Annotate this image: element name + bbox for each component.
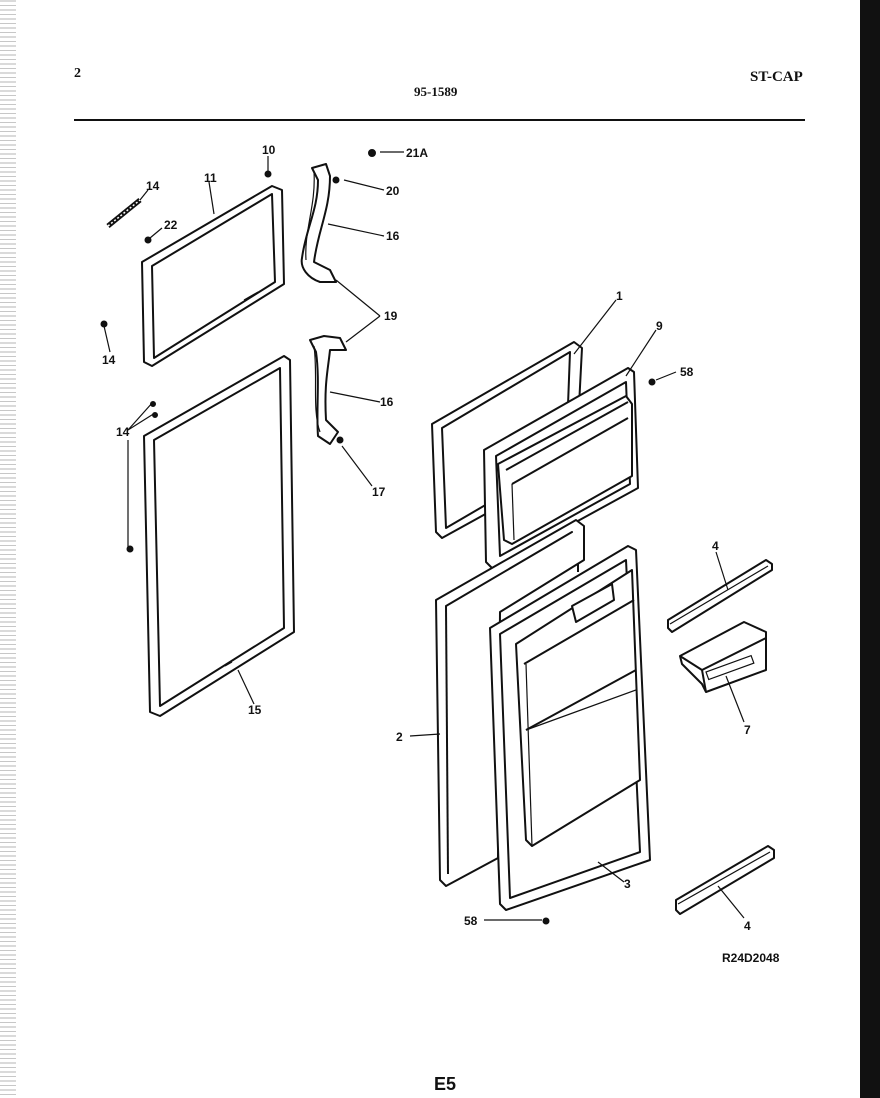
callout-14-lower: 14 — [116, 425, 130, 439]
callout-10: 10 — [262, 143, 276, 157]
freezer-door-liner — [483, 367, 639, 569]
callout-20: 20 — [386, 184, 400, 198]
upper-handle — [300, 163, 340, 283]
callout-11: 11 — [204, 171, 217, 185]
page-number: 2 — [74, 66, 81, 81]
fresh-food-door-liner — [489, 545, 651, 911]
lower-handle — [309, 335, 347, 445]
fresh-food-door-gasket — [435, 519, 585, 887]
callout-2: 2 — [396, 730, 403, 744]
callout-4-upper: 4 — [712, 539, 719, 553]
callout-7: 7 — [744, 723, 751, 737]
callout-9: 9 — [656, 319, 663, 333]
model-code: ST-CAP — [750, 69, 803, 85]
callout-1: 1 — [616, 289, 623, 303]
header-rule — [74, 119, 805, 121]
leader-lines — [103, 151, 745, 921]
scan-edge-left — [0, 0, 16, 1098]
screws — [100, 149, 656, 925]
callout-19: 19 — [384, 309, 398, 323]
callout-21a: 21A — [406, 146, 428, 160]
door-bin — [679, 621, 767, 693]
callout-3: 3 — [624, 877, 631, 891]
callout-15: 15 — [248, 703, 262, 717]
footer-page-code: E5 — [434, 1074, 457, 1094]
document-number: 95-1589 — [414, 84, 458, 99]
scan-edge-right — [860, 0, 880, 1098]
callout-14-upper: 14 — [102, 353, 116, 367]
hinge-rod — [106, 198, 142, 228]
trim-strip-lower — [675, 845, 775, 915]
callout-16-lower: 16 — [380, 395, 394, 409]
trim-strip-upper — [667, 559, 773, 633]
freezer-door-frame — [141, 185, 285, 367]
callout-58-upper: 58 — [680, 365, 694, 379]
callout-17: 17 — [372, 485, 386, 499]
callout-12: 14 — [146, 179, 160, 193]
callout-16-upper: 16 — [386, 229, 400, 243]
callout-labels: 14 11 10 22 14 21A 20 16 19 16 17 14 15 … — [102, 143, 751, 933]
callout-22: 22 — [164, 218, 178, 232]
drawing-reference-code: R24D2048 — [722, 951, 780, 965]
fresh-food-door-frame — [143, 355, 295, 717]
callout-4-lower: 4 — [744, 919, 751, 933]
callout-58-lower: 58 — [464, 914, 478, 928]
